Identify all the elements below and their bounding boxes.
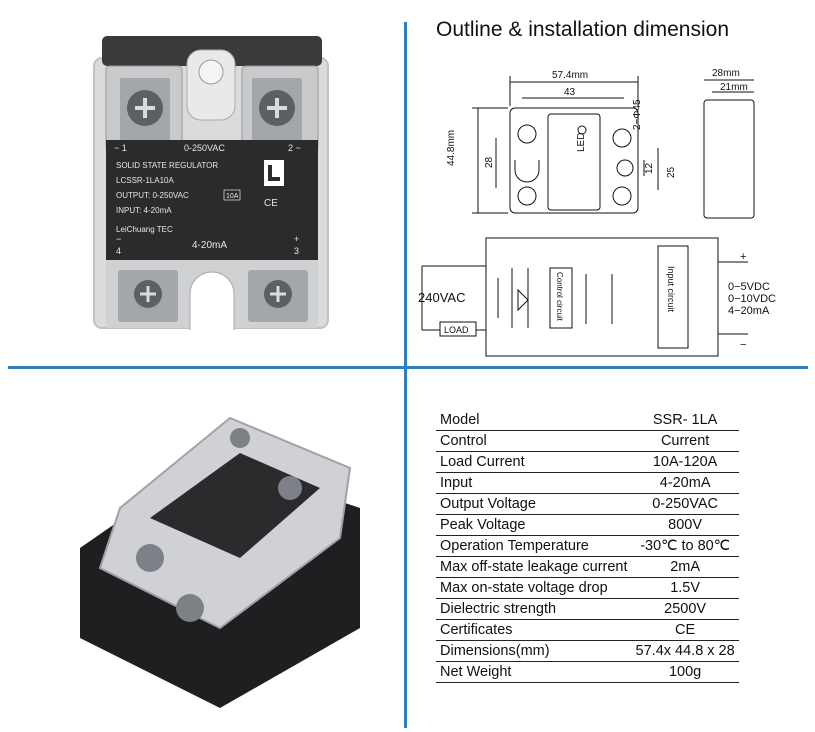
dim-depth-inner: 21mm xyxy=(720,82,748,93)
spec-value: 100g xyxy=(631,661,739,683)
signal-2: 4−20mA xyxy=(728,305,770,317)
spec-value: 10A-120A xyxy=(631,451,739,473)
spec-value: 57.4x 44.8 x 28 xyxy=(631,640,739,662)
relay-model: LCSSR-1LA10A xyxy=(116,176,174,185)
dim-spacing-right: 25 xyxy=(666,166,677,178)
terminal-2-label: 2 ~ xyxy=(288,143,301,153)
spec-value: 1.5V xyxy=(631,577,739,599)
relay-input: INPUT: 4-20mA xyxy=(116,206,172,215)
supply-label: 240VAC xyxy=(418,290,465,305)
relay-title: SOLID STATE REGULATOR xyxy=(116,161,218,170)
spec-label: Operation Temperature xyxy=(436,535,632,557)
dimension-diagram: Outline & installation dimension xyxy=(412,10,810,360)
relay-angled-photo xyxy=(60,398,360,708)
spec-label: Output Voltage xyxy=(436,493,632,515)
load-label: LOAD xyxy=(444,325,469,335)
spec-value: Current xyxy=(631,430,739,452)
spec-value: CE xyxy=(631,619,739,641)
circuit-plus: + xyxy=(740,251,746,263)
relay-brand: LeiChuang TEC xyxy=(116,225,173,234)
spec-value: 2500V xyxy=(631,598,739,620)
dim-depth-total: 28mm xyxy=(712,68,740,79)
spec-label: Control xyxy=(436,430,632,452)
circuit-minus: − xyxy=(740,339,746,351)
spec-value: -30℃ to 80℃ xyxy=(631,535,739,557)
relay-output: OUTPUT: 0-250VAC xyxy=(116,191,189,200)
dim-width-inner: 43 xyxy=(564,87,576,98)
spec-value: 0-250VAC xyxy=(631,493,739,515)
spec-label: Dielectric strength xyxy=(436,598,632,620)
horizontal-divider xyxy=(8,366,808,369)
voltage-label: 0-250VAC xyxy=(184,143,225,153)
spec-value: 800V xyxy=(631,514,739,536)
spec-label: Certificates xyxy=(436,619,632,641)
input-range-label: 4-20mA xyxy=(192,240,227,251)
plus-label: + xyxy=(294,234,299,244)
control-circuit-label: Control circuit xyxy=(555,272,564,322)
minus-label: − xyxy=(116,234,121,244)
relay-rating: 10A xyxy=(226,193,239,200)
terminal-4-label: 4 xyxy=(116,246,121,256)
spec-row: Dimensions(mm)57.4x 44.8 x 28 xyxy=(436,640,739,662)
spec-label: Model xyxy=(436,410,632,431)
spec-value: SSR- 1LA xyxy=(631,410,739,431)
spec-label: Dimensions(mm) xyxy=(436,640,632,662)
spec-row: Operation Temperature-30℃ to 80℃ xyxy=(436,535,739,557)
spec-label: Max on-state voltage drop xyxy=(436,577,632,599)
relay-front-photo: ~ 1 0-250VAC 2 ~ SOLID STATE REGULATOR L… xyxy=(92,30,332,335)
dim-hole-label: 2−Φ45 xyxy=(632,99,643,130)
input-circuit-label: Input circuit xyxy=(666,266,676,313)
spec-value: 4-20mA xyxy=(631,472,739,494)
spec-label: Peak Voltage xyxy=(436,514,632,536)
dim-spacing-small: 12 xyxy=(644,162,655,174)
dim-height-inner: 28 xyxy=(484,156,495,168)
spec-label: Net Weight xyxy=(436,661,632,683)
spec-value: 2mA xyxy=(631,556,739,578)
dim-height-total: 44.8mm xyxy=(446,130,457,166)
spec-label: Input xyxy=(436,472,632,494)
vertical-divider xyxy=(404,22,407,728)
spec-label: Max off-state leakage current xyxy=(436,556,632,578)
spec-label: Load Current xyxy=(436,451,632,473)
led-label: LED xyxy=(576,133,587,152)
signal-1: 0−10VDC xyxy=(728,293,776,305)
ce-mark: CE xyxy=(264,198,278,209)
terminal-3-label: 3 xyxy=(294,246,299,256)
signal-0: 0−5VDC xyxy=(728,281,770,293)
diagram-title: Outline & installation dimension xyxy=(436,18,729,41)
terminal-1-label: ~ 1 xyxy=(114,143,127,153)
dim-width-total: 57.4mm xyxy=(552,70,588,81)
